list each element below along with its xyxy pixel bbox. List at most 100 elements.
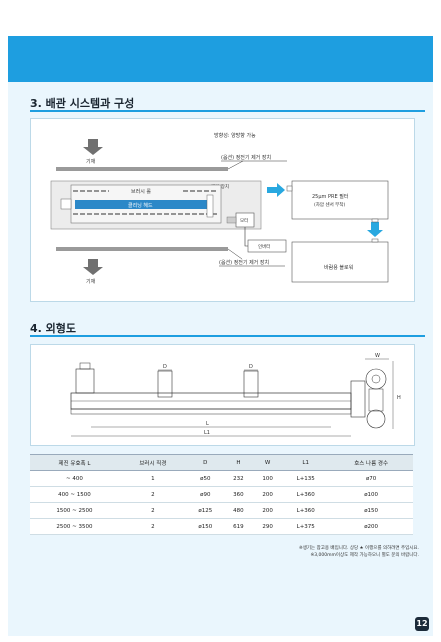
material-bottom-label: 기재 xyxy=(86,278,96,285)
col-header-d: D xyxy=(186,454,224,471)
table-cell: 232 xyxy=(223,470,253,487)
system-diagram: 방향성: 양방향 가능 기재 (옵션) 정전기 제거 장치 제진 장치 브러시 … xyxy=(50,132,389,285)
filter-outlet xyxy=(371,218,379,223)
section-3-rule xyxy=(30,110,425,112)
table-cell: 200 xyxy=(253,502,283,519)
drawing-brush-line xyxy=(70,408,352,415)
footnotes: ※생기는 참고용 배입니다. 상당 ★ 이행으를 의하려면 주입시요. ※3,0… xyxy=(299,545,419,559)
drawing-label-h: H xyxy=(397,395,401,401)
header-band xyxy=(8,36,433,82)
table-cell: 480 xyxy=(223,502,253,519)
blower-box xyxy=(291,241,389,283)
ionizer-top-label: (옵션) 정전기 제거 장치 xyxy=(221,154,271,161)
col-header-h: H xyxy=(223,454,253,471)
table-cell: ø100 xyxy=(329,486,413,503)
col-header-l1: L1 xyxy=(282,454,330,471)
table-cell: ø150 xyxy=(186,518,224,535)
table-cell: L+360 xyxy=(282,502,330,519)
table-cell: 2 xyxy=(118,502,187,519)
ionizer-bottom-label: (옵션) 정전기 제거 장치 xyxy=(219,259,269,266)
drawing-label-d2: D xyxy=(249,364,253,370)
section-3-title: 3. 배관 시스템과 구성 xyxy=(30,97,135,110)
system-diagram-panel: 방향성: 양방향 가능 기재 (옵션) 정전기 제거 장치 제진 장치 브러시 … xyxy=(30,118,415,302)
drawing-duct-right xyxy=(243,370,259,398)
table-cell: ø150 xyxy=(329,502,413,519)
table-cell: ø125 xyxy=(186,502,224,519)
drawing-side-circle-top xyxy=(365,368,387,390)
flow-arrow-right-icon xyxy=(267,183,285,197)
blower-label: 바람용 블로워 xyxy=(324,264,353,271)
motor-inverter-wire xyxy=(244,227,248,247)
table-cell: 619 xyxy=(223,518,253,535)
table-cell: ø90 xyxy=(186,486,224,503)
outline-drawing: D D W H L L1 xyxy=(70,353,401,437)
filter-inlet xyxy=(286,185,293,192)
table-cell: 2 xyxy=(118,486,187,503)
ionizer-bar-top xyxy=(56,167,228,171)
outline-drawing-panel: D D W H L L1 xyxy=(30,344,415,446)
drawing-side-body xyxy=(368,388,384,412)
ionizer-top-leader xyxy=(227,160,244,170)
table-cell: 200 xyxy=(253,486,283,503)
drawing-motor xyxy=(75,368,95,394)
drawing-side-circle-top-inner xyxy=(371,374,381,384)
col-header-hose: 호스 나름 경수 xyxy=(329,454,413,471)
table-cell: L+135 xyxy=(282,470,330,487)
col-header-width: 제진 유효폭 L xyxy=(30,454,119,471)
drawing-side-circle-bottom xyxy=(366,409,386,429)
col-header-brush: 브러시 직경 xyxy=(118,454,187,471)
direction-note: 방향성: 양방향 가능 xyxy=(214,132,256,139)
table-cell: ø50 xyxy=(186,470,224,487)
table-cell: L+360 xyxy=(282,486,330,503)
drawing-label-l: L xyxy=(206,421,209,427)
cleaning-head-label: 클리닝 헤드 xyxy=(128,202,153,209)
col-header-w: W xyxy=(253,454,283,471)
table-cell: 290 xyxy=(253,518,283,535)
spec-table: 제진 유효폭 L 브러시 직경 D H W L1 호스 나름 경수 ~ 400 … xyxy=(30,454,413,535)
filter-label-line1: 25μm PRE 필터 xyxy=(312,193,348,200)
flow-arrow-down-icon xyxy=(367,222,383,237)
brush-roll-label: 브러시 롤 xyxy=(131,188,151,195)
material-arrow-top-icon xyxy=(83,139,103,155)
table-row: 2500 ~ 3500 2 ø150 619 290 L+375 ø200 xyxy=(30,518,413,535)
table-cell: 1500 ~ 2500 xyxy=(30,502,119,519)
material-top-label: 기재 xyxy=(86,158,96,165)
drawing-end-plate xyxy=(350,380,366,418)
pre-filter-box xyxy=(291,180,389,220)
filter-label-line2: (차압 센서 부착) xyxy=(314,201,345,208)
table-cell: ø70 xyxy=(329,470,413,487)
table-header-row: 제진 유효폭 L 브러시 직경 D H W L1 호스 나름 경수 xyxy=(30,454,413,471)
material-arrow-bottom-icon xyxy=(83,259,103,275)
table-cell: 1 xyxy=(118,470,187,487)
table-cell: 400 ~ 1500 xyxy=(30,486,119,503)
table-row: 400 ~ 1500 2 ø90 360 200 L+360 ø100 xyxy=(30,486,413,503)
drawing-label-d1: D xyxy=(163,364,167,370)
section-4-rule xyxy=(30,335,425,337)
table-cell: ~ 400 xyxy=(30,470,119,487)
cleaning-head xyxy=(75,200,207,209)
motor-coupling xyxy=(226,216,237,224)
drawing-duct-left xyxy=(157,370,173,398)
table-row: ~ 400 1 ø50 232 100 L+135 ø70 xyxy=(30,470,413,487)
table-cell: 100 xyxy=(253,470,283,487)
shaft-left xyxy=(60,198,72,210)
table-cell: L+375 xyxy=(282,518,330,535)
table-cell: ø200 xyxy=(329,518,413,535)
table-row: 1500 ~ 2500 2 ø125 480 200 L+360 ø150 xyxy=(30,502,413,519)
inverter-label: 인버터 xyxy=(258,243,270,250)
footnote-2: ※3,000mm이상도 제작 가능하오니 별도 문의 바랍니다. xyxy=(310,553,419,558)
table-cell: 2500 ~ 3500 xyxy=(30,518,119,535)
section-4-title: 4. 외형도 xyxy=(30,322,77,335)
footnote-1: ※생기는 참고용 배입니다. 상당 ★ 이행으를 의하려면 주입시요. xyxy=(298,546,419,551)
ionizer-bottom-leader xyxy=(227,248,243,260)
drawing-label-l1: L1 xyxy=(204,430,210,436)
motor-label: 모터 xyxy=(240,217,248,224)
table-cell: 360 xyxy=(223,486,253,503)
bearing-right xyxy=(206,194,214,218)
ionizer-bar-bottom xyxy=(56,247,228,251)
drawing-label-w: W xyxy=(375,353,380,359)
table-cell: 2 xyxy=(118,518,187,535)
page-number-badge: 12 xyxy=(415,617,429,631)
blower-inlet xyxy=(371,238,379,243)
drawing-motor-cap xyxy=(79,362,91,370)
